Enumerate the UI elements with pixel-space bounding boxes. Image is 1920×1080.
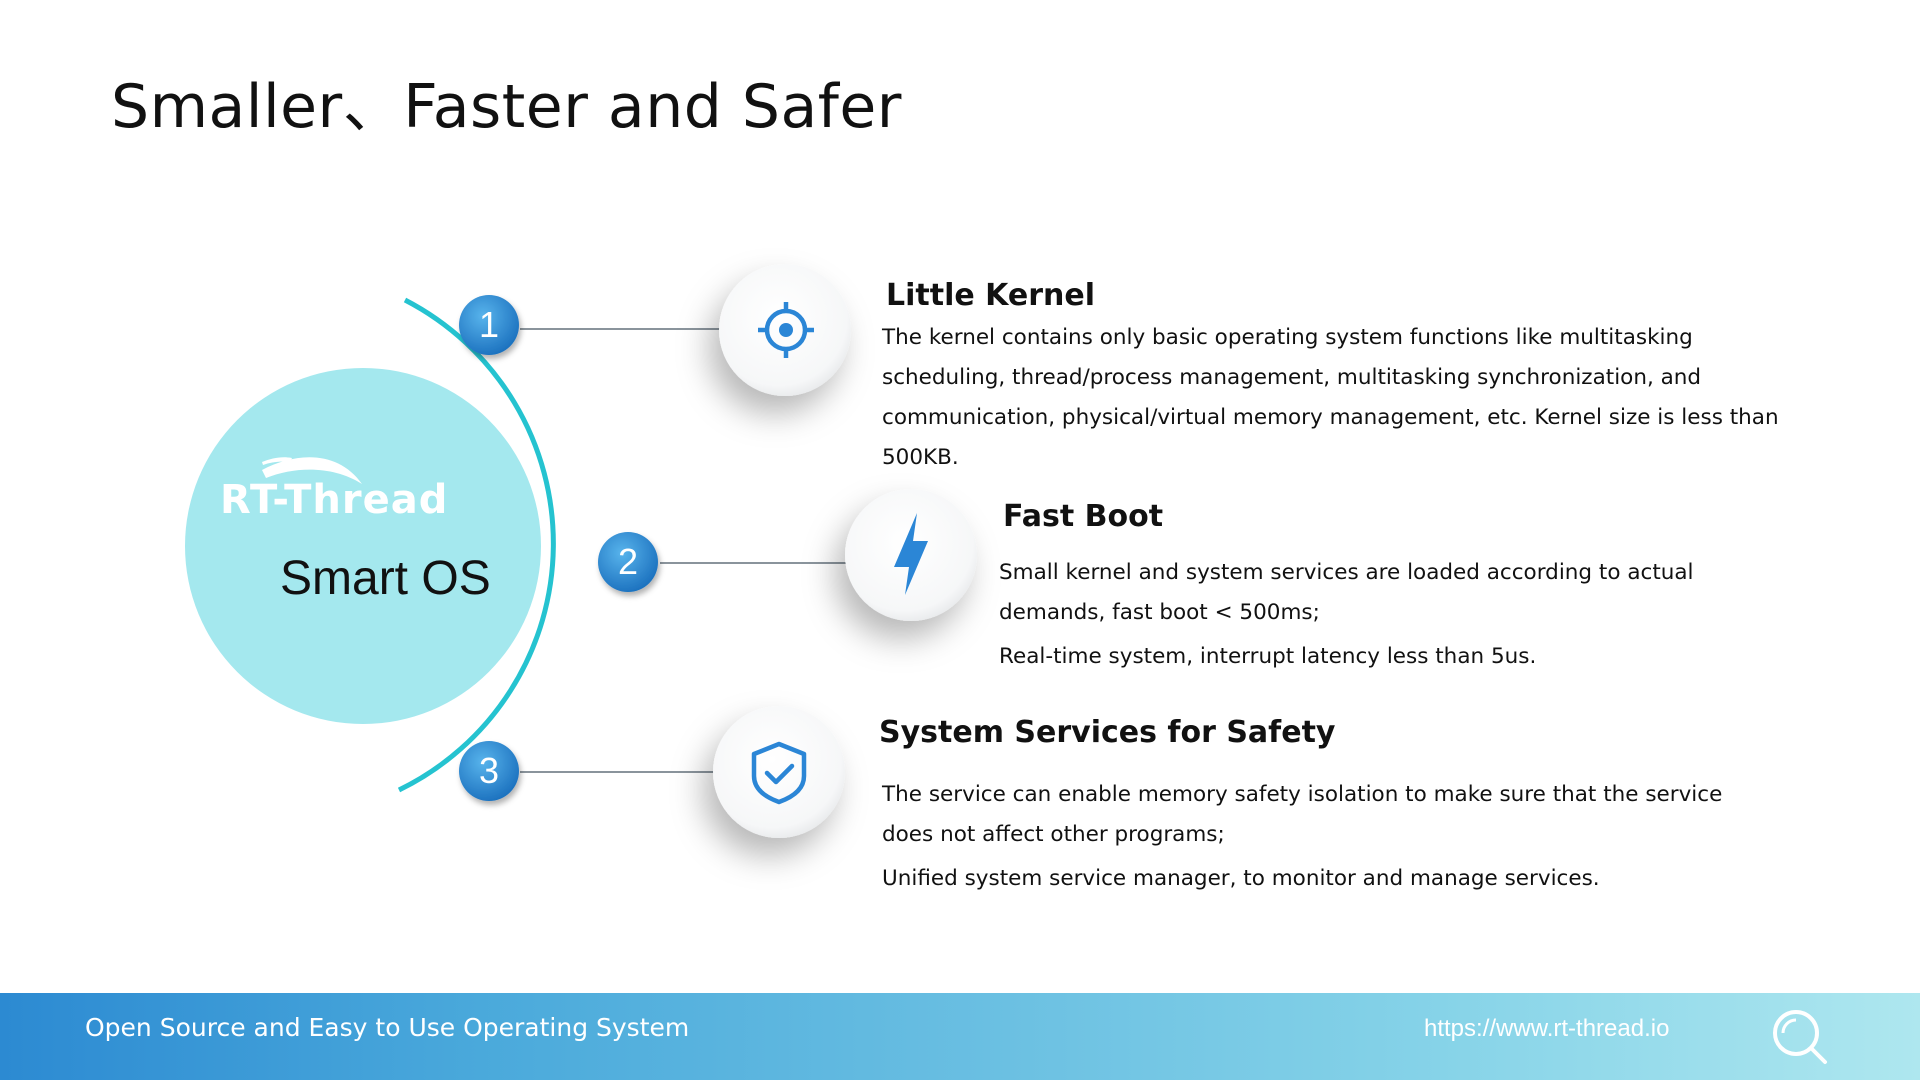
- feature-paragraph: Small kernel and system services are loa…: [999, 560, 1694, 625]
- feature-title-little-kernel: Little Kernel: [886, 278, 1096, 313]
- feature-title-fast-boot: Fast Boot: [1003, 499, 1164, 534]
- feature-paragraph: Unified system service manager, to monit…: [882, 866, 1600, 891]
- badge-1: [459, 295, 519, 355]
- lightning-icon: [894, 513, 928, 595]
- feature-title-system-services: System Services for Safety: [879, 715, 1336, 750]
- footer-url-link[interactable]: https://www.rt-thread.io: [1424, 1015, 1670, 1042]
- icon-disc-3: [713, 706, 845, 838]
- badge-number-3: 3: [478, 750, 500, 791]
- badge-3: [459, 741, 519, 801]
- slide-title: Smaller、Faster and Safer: [111, 72, 902, 142]
- logo-swoosh-icon: [262, 457, 362, 484]
- badge-number-1: 1: [478, 304, 500, 345]
- hub-label: Smart OS: [280, 552, 491, 605]
- target-icon: [758, 302, 814, 358]
- feature-desc-little-kernel: The kernel contains only basic operating…: [882, 318, 1807, 478]
- badge-2: [598, 532, 658, 592]
- feature-paragraph: The service can enable memory safety iso…: [882, 782, 1723, 847]
- feature-paragraph: Real-time system, interrupt latency less…: [999, 644, 1537, 669]
- connector-arc: [397, 297, 556, 793]
- search-icon: [1773, 1010, 1827, 1064]
- hub-logo-text: RT-Thread: [220, 477, 449, 523]
- feature-paragraph: The kernel contains only basic operating…: [882, 325, 1779, 470]
- shield-check-icon: [751, 741, 807, 805]
- badge-number-2: 2: [617, 541, 639, 582]
- footer-bar: Open Source and Easy to Use Operating Sy…: [0, 993, 1920, 1080]
- feature-desc-fast-boot: Small kernel and system services are loa…: [999, 553, 1699, 677]
- features-diagram: [185, 264, 977, 838]
- feature-desc-system-services: The service can enable memory safety iso…: [882, 775, 1772, 899]
- hub-circle: [185, 368, 541, 724]
- footer-tagline: Open Source and Easy to Use Operating Sy…: [85, 1013, 690, 1042]
